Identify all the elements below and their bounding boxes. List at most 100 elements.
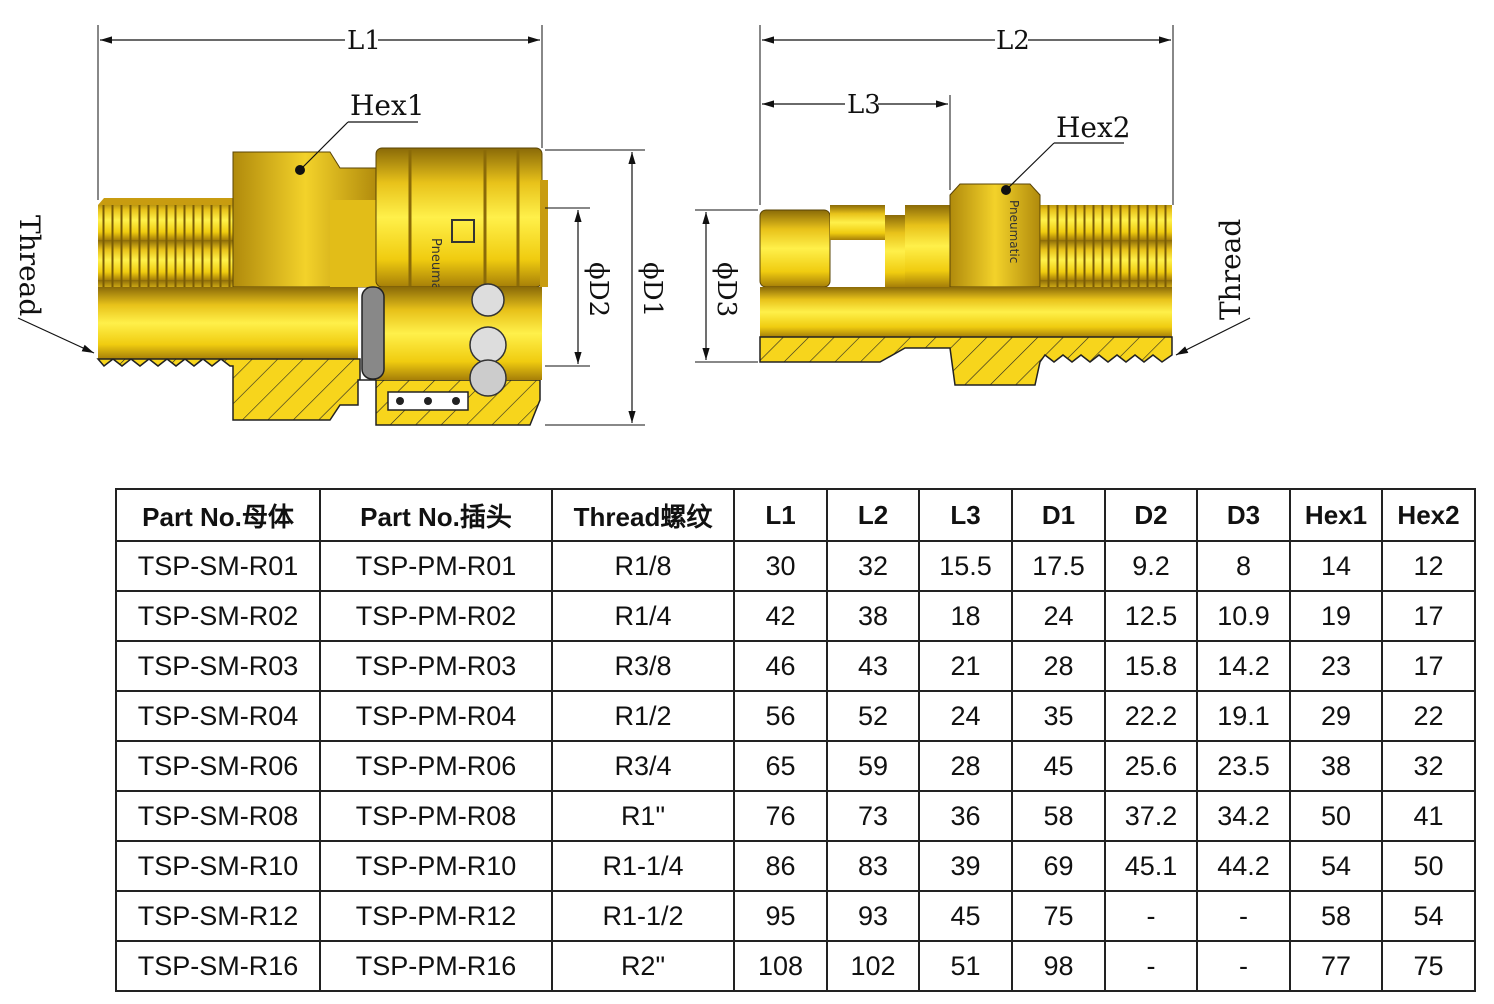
table-cell: 102 bbox=[826, 940, 920, 992]
table-cell: TSP-PM-R02 bbox=[319, 590, 553, 642]
label-hex2: Hex2 bbox=[1056, 111, 1131, 144]
table-cell: 9.2 bbox=[1104, 540, 1198, 592]
table-cell: 58 bbox=[1289, 890, 1383, 942]
socket-drawing: Pneumatic L1 Hex1 Thread bbox=[13, 25, 667, 426]
table-cell: R1-1/2 bbox=[551, 890, 735, 942]
table-cell: 95 bbox=[733, 890, 828, 942]
table-cell: 23.5 bbox=[1196, 740, 1291, 792]
table-cell: R3/4 bbox=[551, 740, 735, 792]
table-cell: R1-1/4 bbox=[551, 840, 735, 892]
table-cell: TSP-PM-R04 bbox=[319, 690, 553, 742]
table-cell: 14 bbox=[1289, 540, 1383, 592]
table-cell: 42 bbox=[733, 590, 828, 642]
table-cell: 34.2 bbox=[1196, 790, 1291, 842]
header-l1: L1 bbox=[733, 488, 828, 542]
table-cell: 41 bbox=[1381, 790, 1476, 842]
table-cell: - bbox=[1104, 890, 1198, 942]
table-cell: 24 bbox=[1011, 590, 1106, 642]
table-cell: 45.1 bbox=[1104, 840, 1198, 892]
table-cell: 30 bbox=[733, 540, 828, 592]
table-cell: R2" bbox=[551, 940, 735, 992]
dim-label-D3: ϕD3 bbox=[711, 262, 741, 317]
table-cell: - bbox=[1104, 940, 1198, 992]
table-cell: 28 bbox=[1011, 640, 1106, 692]
table-cell: 44.2 bbox=[1196, 840, 1291, 892]
table-cell: 32 bbox=[1381, 740, 1476, 792]
table-cell: 17 bbox=[1381, 640, 1476, 692]
table-cell: 76 bbox=[733, 790, 828, 842]
table-cell: 39 bbox=[918, 840, 1013, 892]
table-cell: TSP-SM-R02 bbox=[115, 590, 321, 642]
table-cell: 50 bbox=[1289, 790, 1383, 842]
table-cell: TSP-SM-R08 bbox=[115, 790, 321, 842]
table-cell: 52 bbox=[826, 690, 920, 742]
table-cell: TSP-PM-R12 bbox=[319, 890, 553, 942]
table-cell: 51 bbox=[918, 940, 1013, 992]
table-cell: R1/8 bbox=[551, 540, 735, 592]
svg-text:Pneumatic: Pneumatic bbox=[1007, 200, 1021, 263]
table-cell: 8 bbox=[1196, 540, 1291, 592]
table-cell: R1/2 bbox=[551, 690, 735, 742]
table-cell: TSP-PM-R01 bbox=[319, 540, 553, 592]
table-cell: TSP-SM-R03 bbox=[115, 640, 321, 692]
table-cell: 22 bbox=[1381, 690, 1476, 742]
header-thread: Thread螺纹 bbox=[551, 488, 735, 542]
socket-upper-half: Pneumatic bbox=[98, 147, 548, 307]
table-cell: TSP-PM-R10 bbox=[319, 840, 553, 892]
table-cell: 10.9 bbox=[1196, 590, 1291, 642]
table-cell: 29 bbox=[1289, 690, 1383, 742]
table-cell: TSP-SM-R04 bbox=[115, 690, 321, 742]
table-cell: 35 bbox=[1011, 690, 1106, 742]
table-cell: 83 bbox=[826, 840, 920, 892]
table-cell: 12 bbox=[1381, 540, 1476, 592]
table-cell: 15.8 bbox=[1104, 640, 1198, 692]
table-cell: 65 bbox=[733, 740, 828, 792]
table-cell: - bbox=[1196, 940, 1291, 992]
table-cell: 46 bbox=[733, 640, 828, 692]
table-cell: R1/4 bbox=[551, 590, 735, 642]
header-hex1: Hex1 bbox=[1289, 488, 1383, 542]
table-cell: 32 bbox=[826, 540, 920, 592]
table-cell: 73 bbox=[826, 790, 920, 842]
table-cell: 15.5 bbox=[918, 540, 1013, 592]
dim-label-D2: ϕD2 bbox=[583, 262, 613, 317]
label-thread-right: Thread bbox=[1214, 219, 1247, 320]
spec-table: Part No.母体 Part No.插头 Thread螺纹 L1 L2 L3 … bbox=[115, 488, 1476, 992]
table-cell: TSP-SM-R12 bbox=[115, 890, 321, 942]
table-cell: TSP-SM-R10 bbox=[115, 840, 321, 892]
table-cell: 12.5 bbox=[1104, 590, 1198, 642]
table-cell: 18 bbox=[918, 590, 1013, 642]
table-cell: 17.5 bbox=[1011, 540, 1106, 592]
header-part-no-plug: Part No.插头 bbox=[319, 488, 553, 542]
table-cell: TSP-PM-R03 bbox=[319, 640, 553, 692]
table-cell: 17 bbox=[1381, 590, 1476, 642]
header-d2: D2 bbox=[1104, 488, 1198, 542]
table-cell: 77 bbox=[1289, 940, 1383, 992]
dim-label-L1: L1 bbox=[347, 26, 381, 56]
table-cell: R3/8 bbox=[551, 640, 735, 692]
table-cell: 59 bbox=[826, 740, 920, 792]
table-cell: 56 bbox=[733, 690, 828, 742]
table-cell: 38 bbox=[826, 590, 920, 642]
table-cell: TSP-PM-R06 bbox=[319, 740, 553, 792]
table-cell: 19 bbox=[1289, 590, 1383, 642]
header-hex2: Hex2 bbox=[1381, 488, 1476, 542]
dim-label-L3: L3 bbox=[847, 90, 881, 120]
header-l3: L3 bbox=[918, 488, 1013, 542]
table-cell: 23 bbox=[1289, 640, 1383, 692]
table-cell: 22.2 bbox=[1104, 690, 1198, 742]
label-hex1: Hex1 bbox=[350, 89, 425, 122]
socket-section-half bbox=[96, 283, 542, 426]
table-cell: 86 bbox=[733, 840, 828, 892]
table-cell: 75 bbox=[1381, 940, 1476, 992]
table-cell: 58 bbox=[1011, 790, 1106, 842]
table-cell: 45 bbox=[918, 890, 1013, 942]
